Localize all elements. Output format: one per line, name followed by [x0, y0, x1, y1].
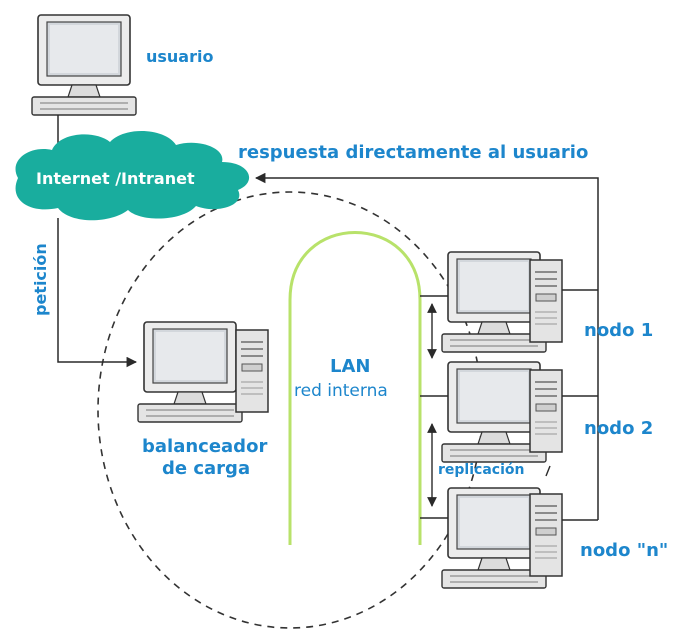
response-label: respuesta directamente al usuario	[238, 142, 588, 163]
cloud-label: Internet /Intranet	[36, 169, 195, 188]
balancer-label-line2: de carga	[162, 458, 250, 479]
noden-ellipsis-dash	[545, 465, 551, 477]
node1-label: nodo 1	[584, 320, 653, 341]
lan-subtitle: red interna	[294, 381, 388, 401]
user-workstation-icon	[31, 14, 137, 116]
balancer-tower-icon	[235, 329, 269, 413]
node1-tower-icon	[529, 259, 563, 343]
user-label: usuario	[146, 47, 213, 66]
noden-tower-icon	[529, 493, 563, 577]
replication-label: replicación	[438, 462, 524, 478]
balancer-label-line1: balanceador	[142, 436, 267, 457]
balancer-workstation-icon	[137, 321, 243, 423]
request-label: petición	[31, 243, 50, 316]
request-line	[57, 218, 138, 368]
lan-curve	[288, 231, 422, 545]
lan-title: LAN	[330, 356, 370, 377]
noden-label: nodo "n"	[580, 540, 668, 561]
node2-label: nodo 2	[584, 418, 653, 439]
node2-tower-icon	[529, 369, 563, 453]
response-line	[254, 172, 599, 520]
cloud-icon	[15, 131, 250, 221]
